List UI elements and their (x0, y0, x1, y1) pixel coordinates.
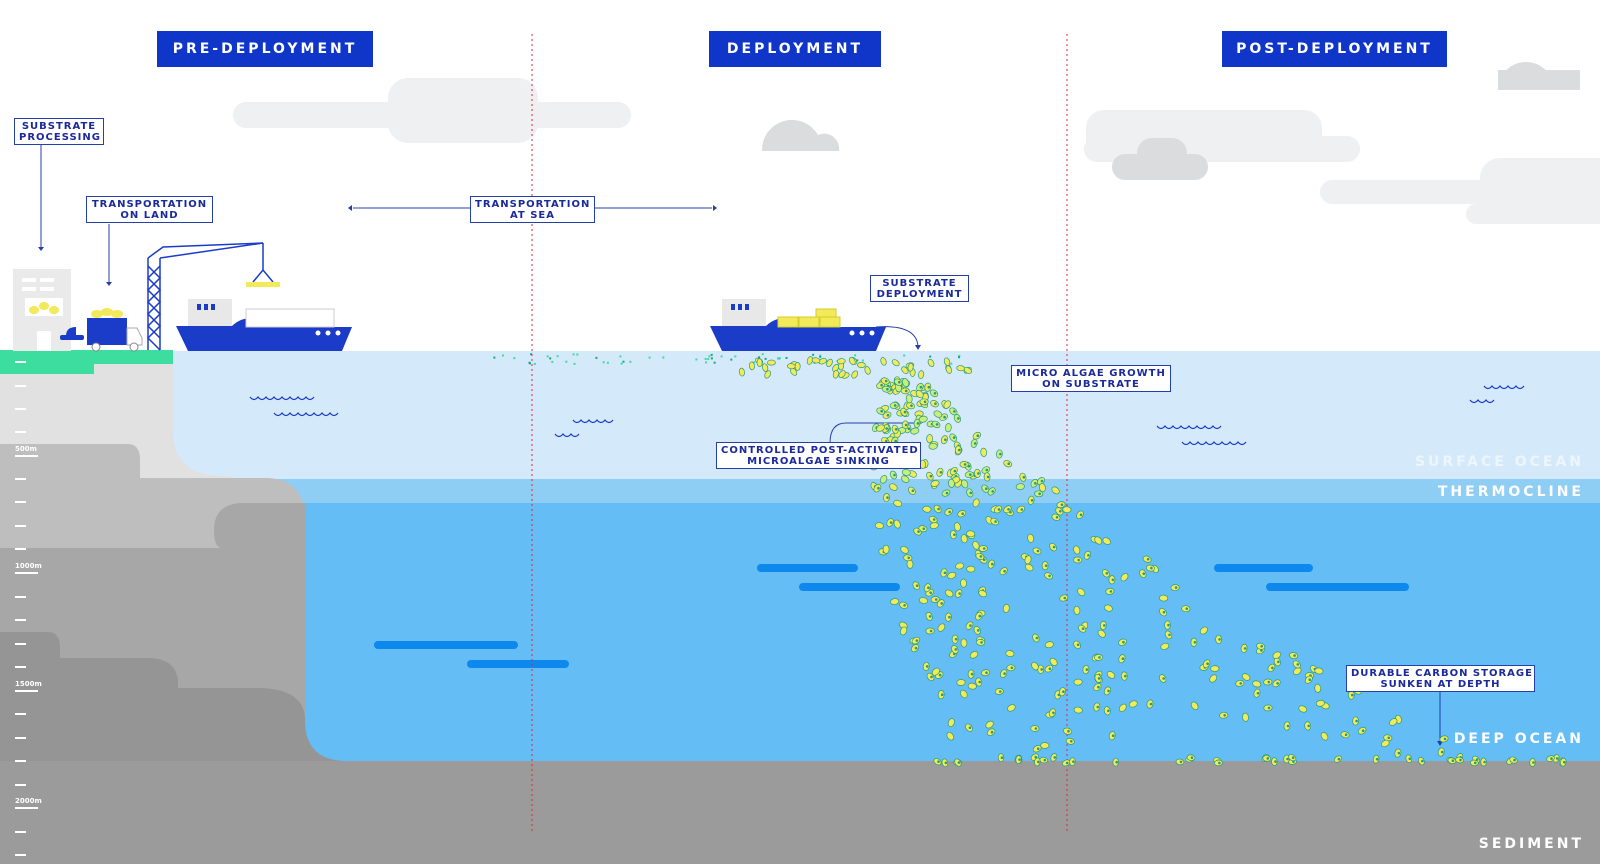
ocean-currents (374, 564, 1409, 668)
zone-thermocline: THERMOCLINE (1437, 484, 1584, 500)
depth-label-500m: 500m (15, 445, 37, 453)
microalgae-particles (493, 353, 1567, 768)
zone-sediment: SEDIMENT (1478, 836, 1584, 852)
depth-label-1000m: 1000m (15, 562, 42, 570)
cargo-ship-2 (710, 299, 886, 351)
crane (146, 242, 274, 351)
truck (60, 308, 143, 352)
small-clouds (761, 62, 1580, 180)
phase-pre-deployment: PRE-DEPLOYMENT (157, 31, 373, 67)
phase-post-deployment: POST-DEPLOYMENT (1222, 31, 1447, 67)
connectors (40, 145, 1441, 742)
depth-label-1500m: 1500m (15, 680, 42, 688)
depth-scale (15, 361, 38, 856)
depth-label-2000m: 2000m (15, 797, 42, 805)
phase-dividers (531, 34, 1068, 834)
phase-deployment: DEPLOYMENT (709, 31, 881, 67)
clouds (233, 78, 1600, 224)
crane-load (246, 282, 280, 287)
cargo-ship-1 (176, 299, 352, 351)
zone-surface-ocean: SURFACE OCEAN (1414, 454, 1584, 470)
wave-marks (249, 385, 1525, 446)
zone-deep-ocean: DEEP OCEAN (1453, 731, 1584, 747)
